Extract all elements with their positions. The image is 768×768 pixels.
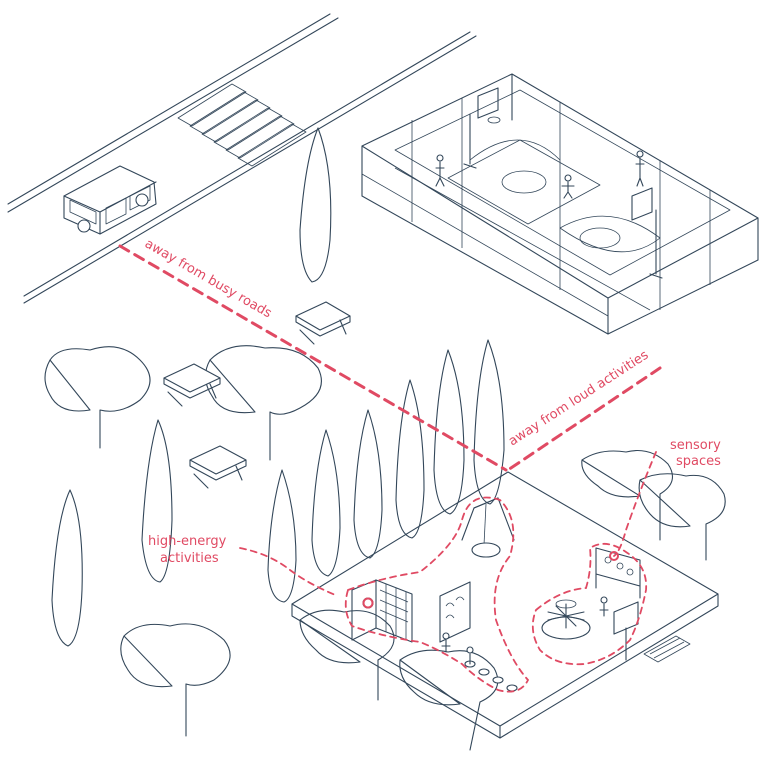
van-icon (63, 165, 157, 235)
basketball-court (361, 73, 759, 335)
label-busy-roads: away from busy roads (142, 236, 274, 321)
climbing-frame (351, 579, 471, 643)
playground (291, 471, 719, 739)
high-energy-zone (344, 496, 530, 693)
picnic-table (189, 445, 247, 489)
label-loud-activities: away from loud activities (506, 348, 652, 450)
picnic-table (295, 301, 351, 345)
crosswalk (177, 83, 307, 167)
sensory-leader (613, 451, 657, 557)
stepping-stumps (464, 660, 518, 692)
high-energy-leader (239, 547, 339, 597)
canopy-trees (44, 345, 726, 751)
label-sensory-line1: sensory (670, 438, 721, 453)
loud-activities-line (506, 366, 662, 472)
basketball-hoop-icon (463, 87, 663, 279)
drain-grate (643, 635, 691, 663)
sensory-zone (531, 542, 648, 666)
merry-go-round-icon (541, 599, 591, 640)
label-sensory-line2: spaces (676, 454, 721, 469)
children (441, 596, 609, 665)
label-high-energy-line1: high-energy (148, 534, 227, 549)
label-high-energy-line2: activities (160, 551, 219, 566)
annotation-labels: away from busy roads away from loud acti… (142, 236, 721, 566)
picnic-tables (163, 301, 351, 489)
buffer-lines (118, 244, 662, 609)
swing-icon (461, 497, 515, 558)
players (435, 150, 645, 199)
busy-roads-line (118, 244, 508, 472)
cypress-trees (51, 127, 505, 647)
picnic-table (163, 363, 221, 407)
sensory-board (595, 547, 641, 661)
road (7, 13, 477, 304)
zones (239, 451, 657, 693)
